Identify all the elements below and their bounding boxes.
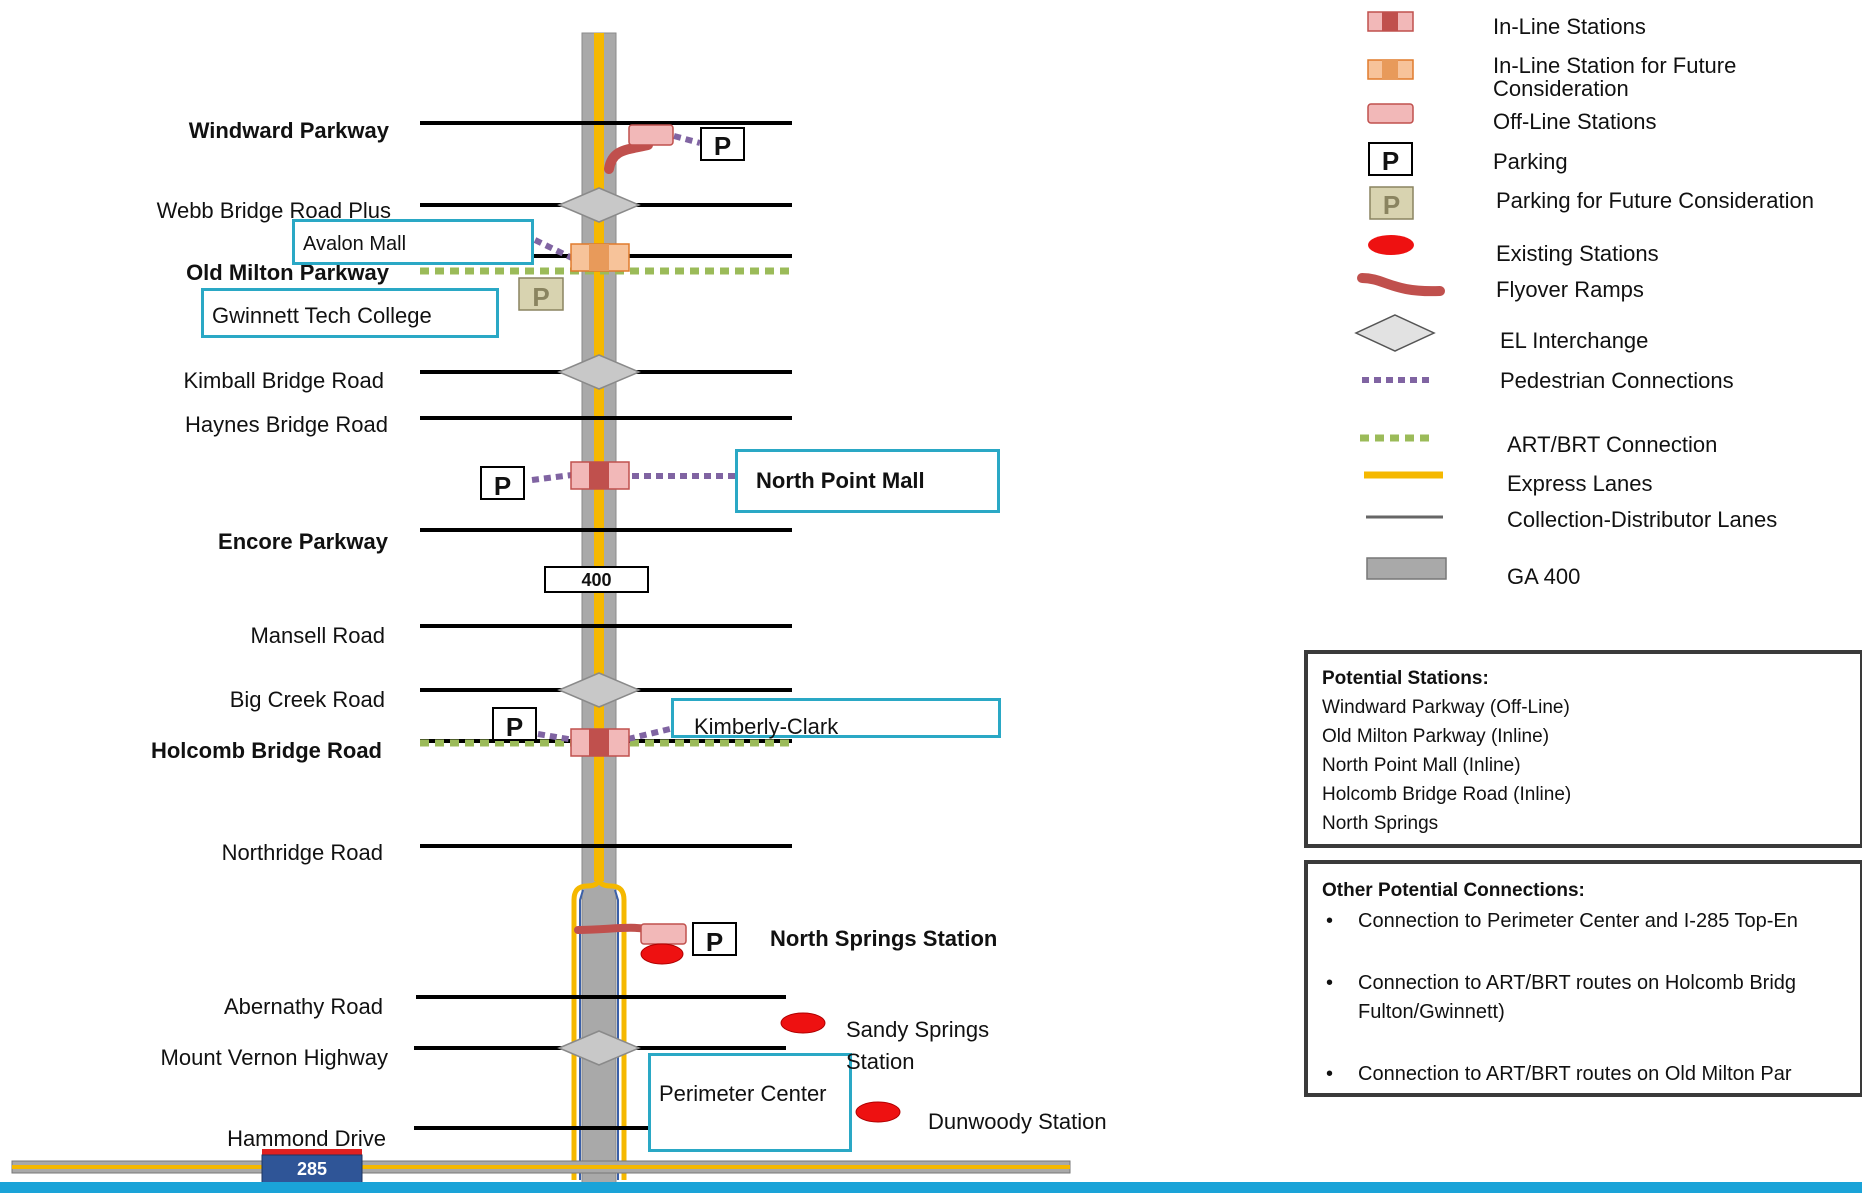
legend-label-parking: Parking <box>1493 149 1568 174</box>
future-parking-box-old-milton <box>518 277 564 311</box>
legend-label-art-brt: ART/BRT Connection <box>1507 432 1718 457</box>
el-interchanges <box>557 187 641 1066</box>
road-label-mansell: Mansell Road <box>250 623 385 648</box>
station-windward-offline <box>628 124 674 146</box>
legend-label-offline-stations: Off-Line Stations <box>1493 109 1657 134</box>
potential-station-item: Windward Parkway (Off-Line) <box>1322 697 1570 718</box>
ga400-shield-label: 400 <box>581 570 612 590</box>
future-inline-station-icon <box>1367 59 1414 80</box>
offline-station-icon <box>1367 103 1414 124</box>
road-label-northridge: Northridge Road <box>221 840 383 865</box>
station-north-springs-offline <box>640 923 687 945</box>
ga400-icon <box>1366 557 1447 580</box>
sandy-springs-station-label: Sandy Springs Station <box>846 1017 990 1074</box>
express-lanes-split-right <box>596 877 627 1180</box>
cd-lanes-split-left <box>579 889 584 1180</box>
legend-label-future-inline: In-Line Station for Future Consideration <box>1493 53 1737 102</box>
potential-station-item: North Springs <box>1322 813 1439 834</box>
existing-station-sandy-springs <box>780 1012 826 1034</box>
footer-bar <box>0 1182 1862 1193</box>
existing-station-icon <box>1368 235 1414 255</box>
existing-station-dunwoody <box>855 1101 901 1123</box>
kimberly-clark-callout: Kimberly-Clark <box>671 698 1001 739</box>
i285-shield <box>261 1149 363 1184</box>
road-label-encore: Encore Parkway <box>218 529 388 554</box>
road-label-kimball: Kimball Bridge Road <box>183 368 384 393</box>
flyover-ramp-icon <box>1357 273 1445 297</box>
legend-label-pedestrian: Pedestrian Connections <box>1500 368 1734 393</box>
road-label-webb-bridge: Webb Bridge Road Plus <box>156 198 391 223</box>
other-connections-box: Other Potential Connections: Connection … <box>1304 860 1862 1097</box>
cd-lanes-split-right <box>614 889 619 1180</box>
ga400-shield <box>544 566 649 593</box>
connection-item: Connection to ART/BRT routes on Holcomb … <box>1322 969 1846 998</box>
road-label-abernathy: Abernathy Road <box>224 994 383 1019</box>
inline-station-icon <box>1367 11 1414 32</box>
parking-symbol-north-point: P <box>493 471 512 501</box>
legend-label-existing-stations: Existing Stations <box>1496 241 1659 266</box>
legend-label-future-parking: Parking for Future Consideration <box>1496 188 1814 213</box>
road-label-mount-vernon: Mount Vernon Highway <box>160 1045 388 1070</box>
existing-station-north-springs <box>640 943 684 965</box>
legend-icons <box>1354 11 1447 580</box>
legend-label-el-interchange: EL Interchange <box>1500 328 1649 353</box>
perimeter-center-callout: Perimeter Center <box>648 1053 852 1152</box>
i285-shield-label: 285 <box>296 1159 328 1179</box>
dunwoody-station-label: Dunwoody Station <box>928 1109 1107 1134</box>
potential-station-item: Holcomb Bridge Road (Inline) <box>1322 784 1572 805</box>
legend-label-cd-lanes: Collection-Distributor Lanes <box>1507 507 1778 532</box>
connection-item-continued: Fulton/Gwinnett) <box>1358 1001 1505 1023</box>
road-label-hammond: Hammond Drive <box>227 1126 386 1151</box>
connection-item: Connection to Perimeter Center and I-285… <box>1322 907 1846 936</box>
flyover-ramp-windward <box>604 140 653 174</box>
express-lanes <box>594 33 604 881</box>
potential-station-item: Old Milton Parkway (Inline) <box>1322 726 1550 747</box>
road-label-big-creek: Big Creek Road <box>229 687 385 712</box>
gwinnett-tech-callout: Gwinnett Tech College <box>201 288 499 338</box>
potential-stations-heading: Potential Stations: <box>1322 668 1489 689</box>
parking-icon <box>1368 142 1413 176</box>
potential-stations-box: Potential Stations: Windward Parkway (Of… <box>1304 650 1862 848</box>
legend-label-ga400: GA 400 <box>1507 564 1581 589</box>
legend-future-parking-symbol: P <box>1382 190 1401 220</box>
station-holcomb-inline <box>570 728 630 757</box>
parking-symbol-holcomb: P <box>505 712 524 742</box>
el-interchange-icon <box>1354 314 1436 352</box>
legend-label-inline-stations: In-Line Stations <box>1493 14 1646 39</box>
legend-label-express-lanes: Express Lanes <box>1507 471 1653 496</box>
parking-symbol-windward: P <box>713 131 732 161</box>
pedestrian-connections <box>531 133 740 743</box>
potential-station-item: North Point Mall (Inline) <box>1322 755 1521 776</box>
road-label-haynes: Haynes Bridge Road <box>184 412 388 437</box>
connection-item: Connection to ART/BRT routes on Old Milt… <box>1322 1060 1846 1089</box>
parking-boxes <box>480 127 745 956</box>
north-point-mall-callout: North Point Mall <box>735 449 1000 513</box>
avalon-mall-callout: Avalon Mall <box>292 219 534 265</box>
future-parking-icon <box>1369 186 1414 220</box>
legend-parking-symbol: P <box>1381 146 1400 176</box>
station-north-point-inline <box>570 461 630 490</box>
future-parking-symbol-old-milton: P <box>532 282 550 312</box>
other-connections-heading: Other Potential Connections: <box>1322 880 1585 901</box>
road-label-old-milton: Old Milton Parkway <box>186 260 389 285</box>
station-old-milton-future-inline <box>570 243 630 272</box>
road-label-windward: Windward Parkway <box>188 118 389 143</box>
road-label-holcomb: Holcomb Bridge Road <box>150 738 382 763</box>
legend-label-flyover-ramps: Flyover Ramps <box>1496 277 1644 302</box>
north-springs-station-label: North Springs Station <box>770 926 998 951</box>
parking-symbol-north-springs: P <box>705 927 724 957</box>
